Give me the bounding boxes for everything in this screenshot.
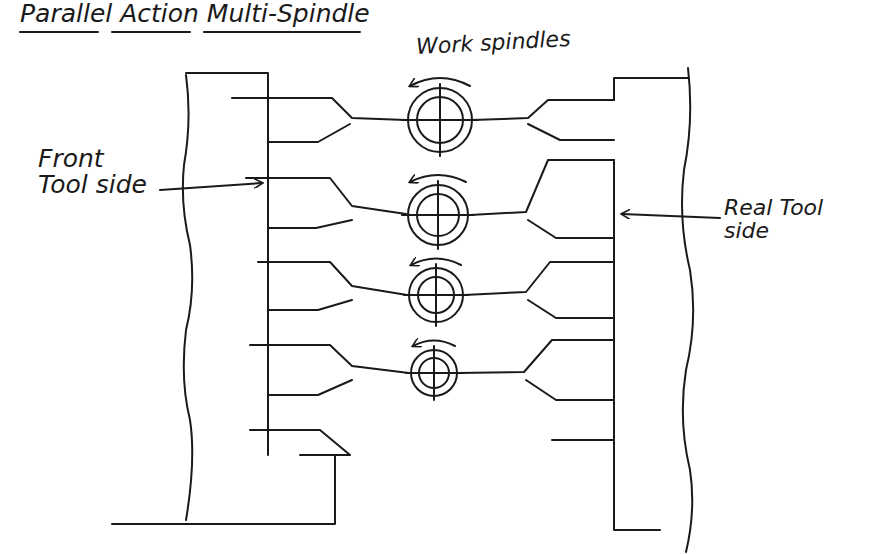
rear-tool (458, 100, 614, 440)
callout-label: Front Tool side (38, 146, 160, 199)
rear-block-frame (614, 78, 688, 530)
rear-block-outline (682, 68, 693, 552)
leader-arrow (160, 183, 262, 190)
leader-arrow (622, 214, 720, 218)
title: Parallel Action Multi-Spindle (20, 1, 370, 27)
work-spindle (406, 341, 462, 401)
callout-label: Real Tool side (724, 196, 836, 242)
front-block-outline (183, 75, 192, 520)
work-spindle (402, 78, 478, 156)
front-block-frame (112, 73, 335, 524)
title-underline (20, 31, 360, 33)
work-spindle (404, 259, 468, 327)
work-spindle (402, 175, 474, 249)
callout-label: Work spindles (416, 27, 572, 58)
front-tool (232, 98, 409, 455)
